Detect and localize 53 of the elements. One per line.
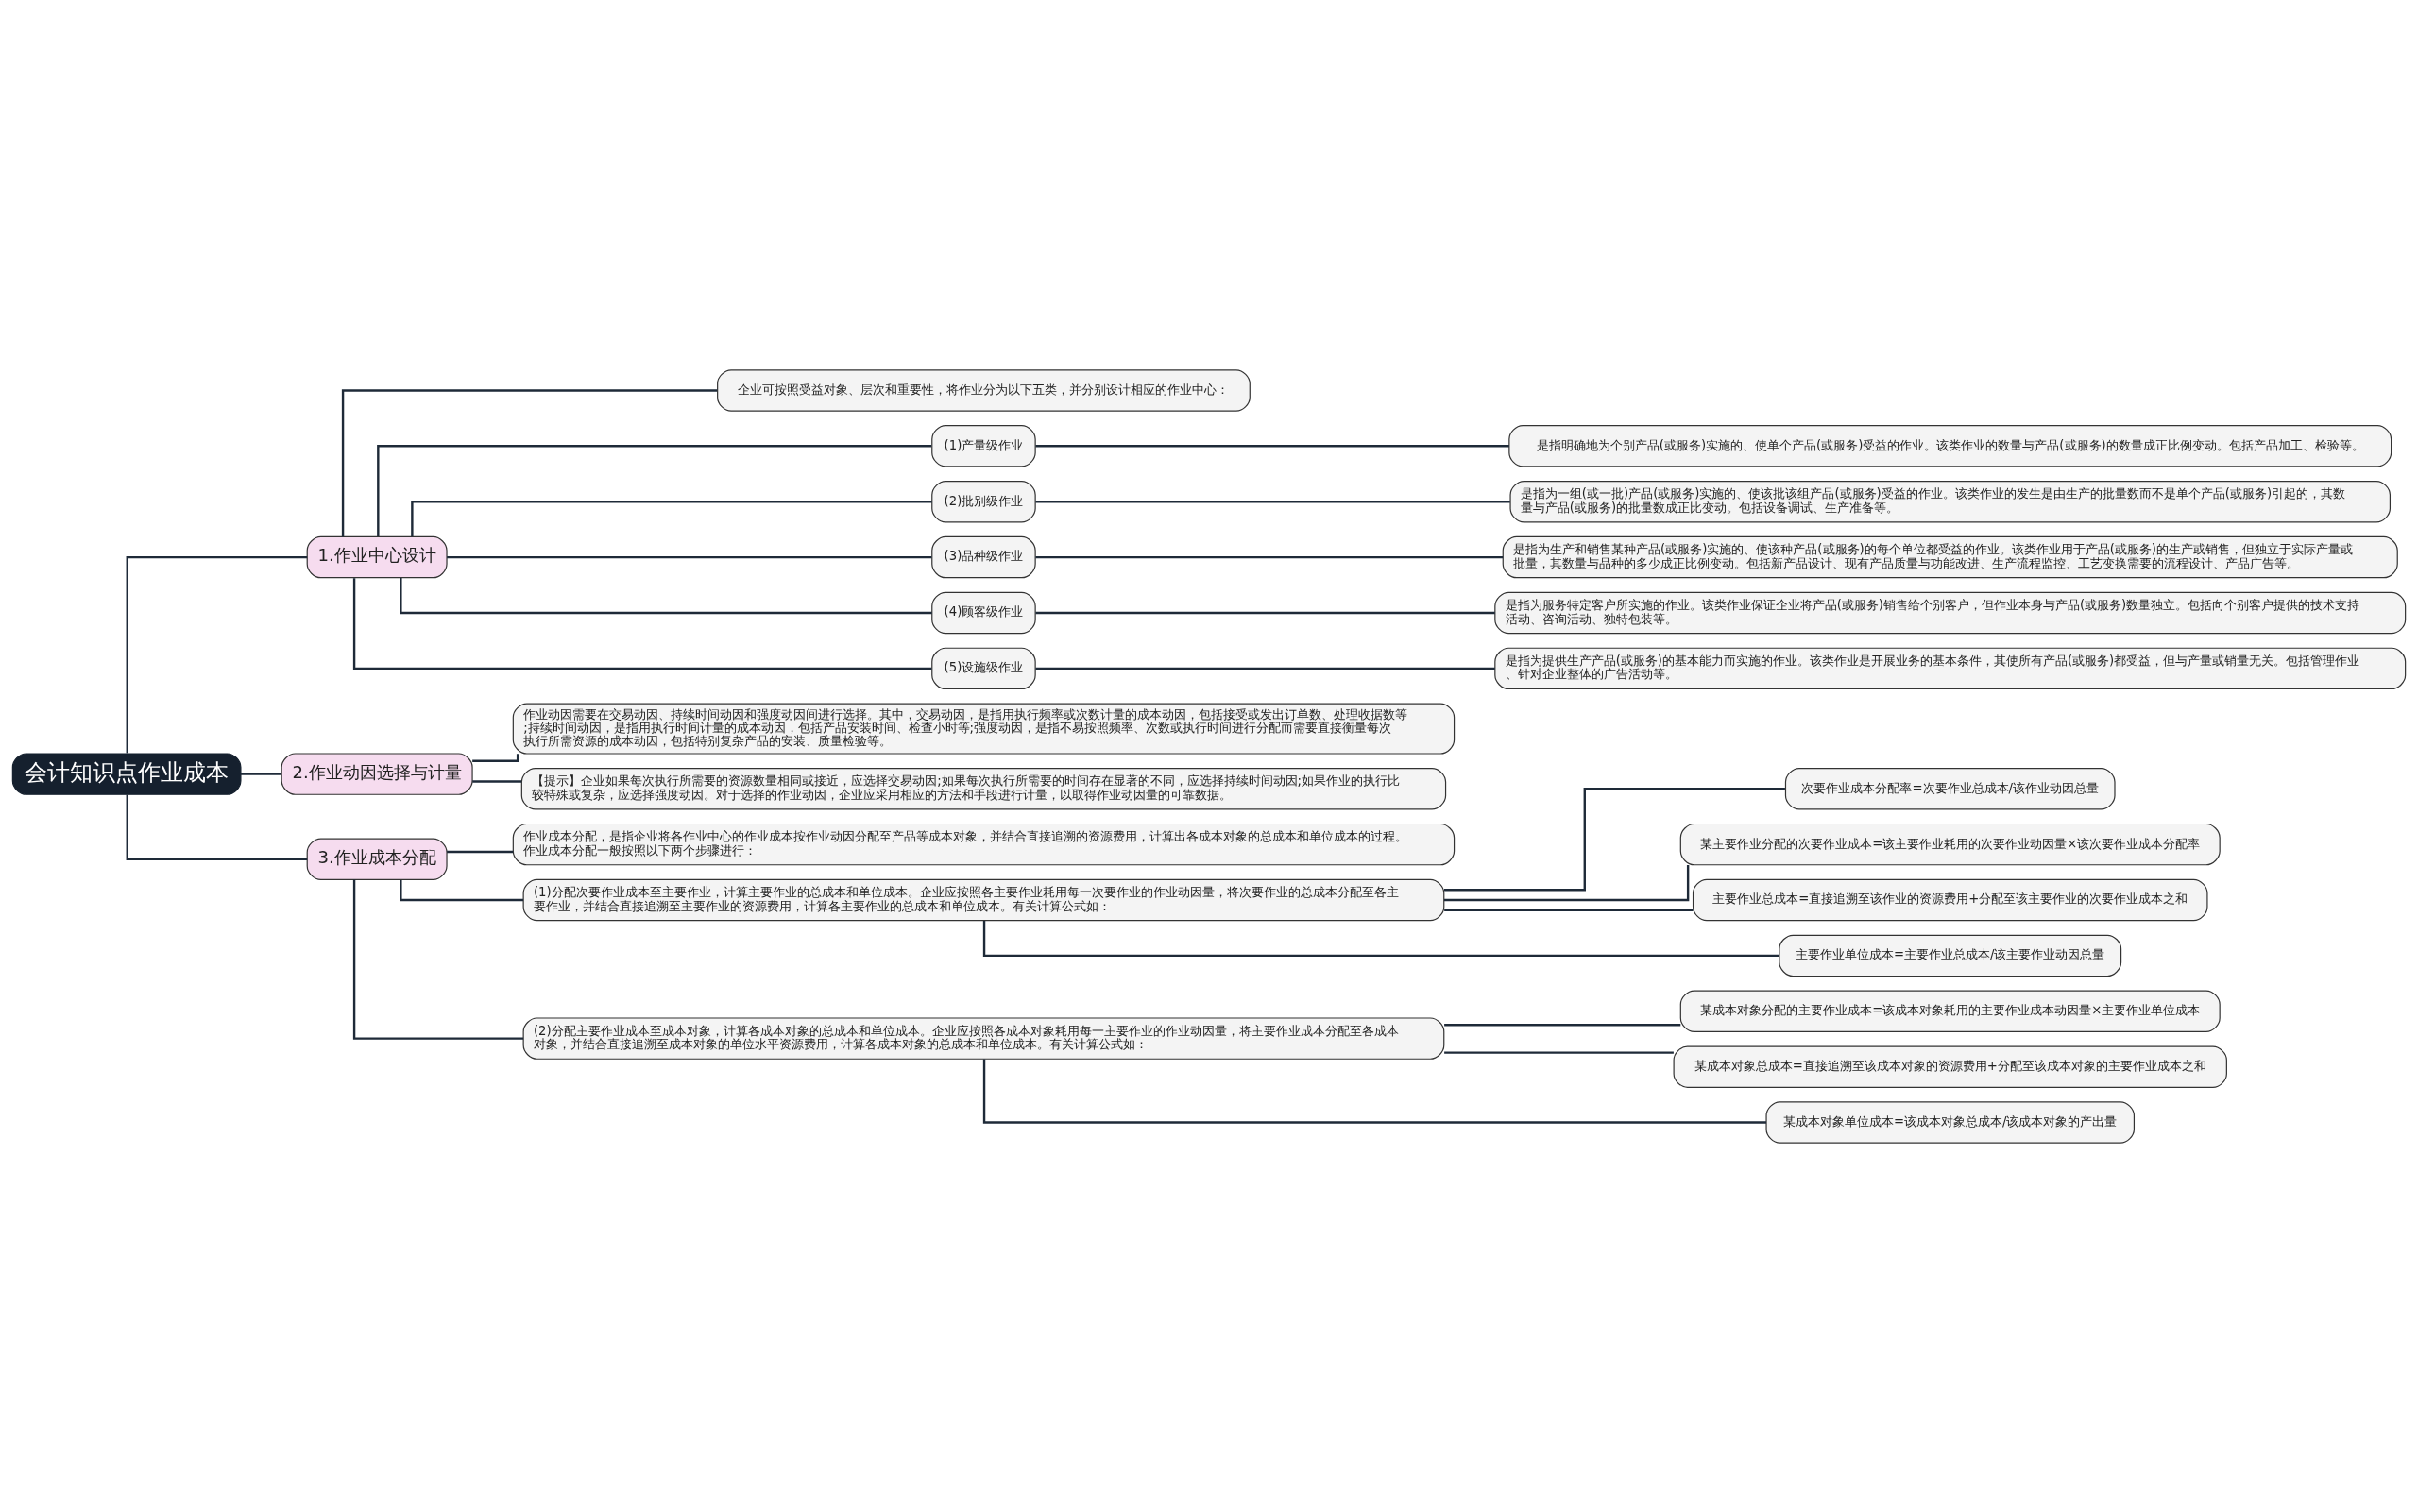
connector (982, 920, 1779, 957)
node-box: 是指明确地为个别产品(或服务)实施的、使单个产品(或服务)受益的作业。该类作业的数量与产品(或服务)的数量成正比例变动。包括产品加工、检验等。 (1508, 424, 2392, 467)
node-box: 作业动因需要在交易动因、持续时间动因和强度动因间进行选择。其中，交易动因，是指用执行频率或次数计量的成本动因，包括接受或发出订单数、处理收据数等;持续时间动因，是指用执行时间计量的成本动因，包括产品安装时间、检查小时等;强度动因，是指不易按照频率、次数或执行时间进行分配而需要直接衡量每次执行所需资源的成本动因，包括特别复杂产品的安装、质量检验等。 (512, 703, 1456, 755)
node-box: 某主要作业分配的次要作业成本=该主要作业耗用的次要作业动因量×该次要作业成本分配率 (1679, 823, 2221, 865)
connector (472, 779, 522, 783)
connector (1035, 611, 1495, 614)
connector (241, 772, 281, 775)
connector (982, 1059, 1766, 1124)
connector (126, 555, 308, 754)
node-box: 主要作业总成本=直接追溯至该作业的资源费用+分配至该主要作业的次要作业成本之和 (1692, 878, 2208, 921)
node-box: 2.作业动因选择与计量 (281, 752, 473, 795)
node-box: (2)分配主要作业成本至成本对象，计算各成本对象的总成本和单位成本。企业应按照各成本对象耗用每一主要作业的作业动因量，将主要作业成本分配至各成本对象，并结合直接追溯至成本对象的单位水平资源费用，计算各成本对象的总成本和单位成本。有关计算公式如： (522, 1016, 1445, 1060)
connector (1444, 1023, 1681, 1026)
connector (1035, 500, 1510, 502)
node-box: 是指为提供生产产品(或服务)的基本能力而实施的作业。该类作业是开展业务的基本条件，其使所有产品(或服务)都受益，但与产量或销量无关。包括管理作业、针对企业整体的广告活动等。 (1494, 647, 2407, 689)
node-box: 1.作业中心设计 (306, 535, 448, 578)
node-box: 3.作业成本分配 (306, 838, 448, 880)
connector (377, 444, 932, 536)
connector (472, 753, 519, 762)
connector (1443, 864, 1690, 901)
node-box: 次要作业成本分配率=次要作业总成本/该作业动因总量 (1784, 767, 2116, 809)
connector (1444, 787, 1785, 891)
node-box: 某成本对象单位成本=该成本对象总成本/该成本对象的产出量 (1765, 1100, 2135, 1144)
node-box: (2)批别级作业 (931, 480, 1036, 522)
connector (411, 500, 932, 536)
node-box: (4)顾客级作业 (931, 591, 1036, 634)
connector (447, 850, 514, 853)
connector (126, 793, 308, 860)
connector (1035, 555, 1504, 558)
connector (1035, 444, 1509, 447)
node-box: (3)品种级作业 (931, 535, 1036, 578)
node-box: 是指为服务特定客户所实施的作业。该类作业保证企业将产品(或服务)销售给个别客户，但作业本身与产品(或服务)数量独立。包括向个别客户提供的技术支持活动、咨询活动、独特包装等。 (1494, 591, 2407, 634)
connector (1035, 667, 1495, 670)
connector (341, 388, 718, 536)
node-box: (5)设施级作业 (931, 647, 1036, 689)
node-box: 会计知识点作业成本 (11, 752, 242, 795)
connector (447, 555, 932, 558)
connector (352, 577, 932, 670)
node-box: 是指为生产和销售某种产品(或服务)实施的、使该种产品(或服务)的每个单位都受益的作业。该类作业用于产品(或服务)的生产或销售，但独立于实际产量或批量，其数量与品种的多少成正比例变动。包括新产品设计、现有产品质量与功能改进、生产流程监控、工艺变换需要的流程设计、产品广告等。 (1502, 535, 2398, 578)
node-box: 【提示】企业如果每次执行所需要的资源数量相同或接近，应选择交易动因;如果每次执行所需要的时间存在显著的不同，应选择持续时间动因;如果作业的执行比较特殊或复杂，应选择强度动因。对于选择的作业动因，企业应采用相应的方法和手段进行计量，以取得作业动因量的可靠数据。 (520, 767, 1447, 809)
node-box: 作业成本分配，是指企业将各作业中心的作业成本按作业动因分配至产品等成本对象，并结合直接追溯的资源费用，计算出各成本对象的总成本和单位成本的过程。作业成本分配一般按照以下两个步骤进行： (512, 823, 1456, 865)
node-box: 某成本对象分配的主要作业成本=该成本对象耗用的主要作业成本动因量×主要作业单位成本 (1679, 990, 2221, 1032)
node-box: 主要作业单位成本=主要作业总成本/该主要作业动因总量 (1779, 934, 2122, 977)
connector (400, 879, 524, 901)
connector (400, 577, 932, 614)
node-box: 某成本对象总成本=直接追溯至该成本对象的资源费用+分配至该成本对象的主要作业成本之和 (1673, 1045, 2227, 1088)
connector (1444, 1050, 1674, 1054)
node-box: 是指为一组(或一批)产品(或服务)实施的、使该批该组产品(或服务)受益的作业。该类作业的发生是由生产的批量数而不是单个产品(或服务)引起的，其数量与产品(或服务)的批量数成正比变动。包括设备调试、生产准备等。 (1509, 480, 2391, 522)
node-box: 企业可按照受益对象、层次和重要性，将作业分为以下五类，并分别设计相应的作业中心： (717, 368, 1251, 412)
node-box: (1)产量级作业 (931, 424, 1036, 467)
connector (352, 879, 524, 1040)
node-box: (1)分配次要作业成本至主要作业，计算主要作业的总成本和单位成本。企业应按照各主要作业耗用每一次要作业的作业动因量，将次要作业的总成本分配至各主要作业，并结合直接追溯至主要作业的资源费用，计算各主要作业的总成本和单位成本。有关计算公式如： (522, 878, 1445, 921)
connector (1444, 909, 1694, 911)
